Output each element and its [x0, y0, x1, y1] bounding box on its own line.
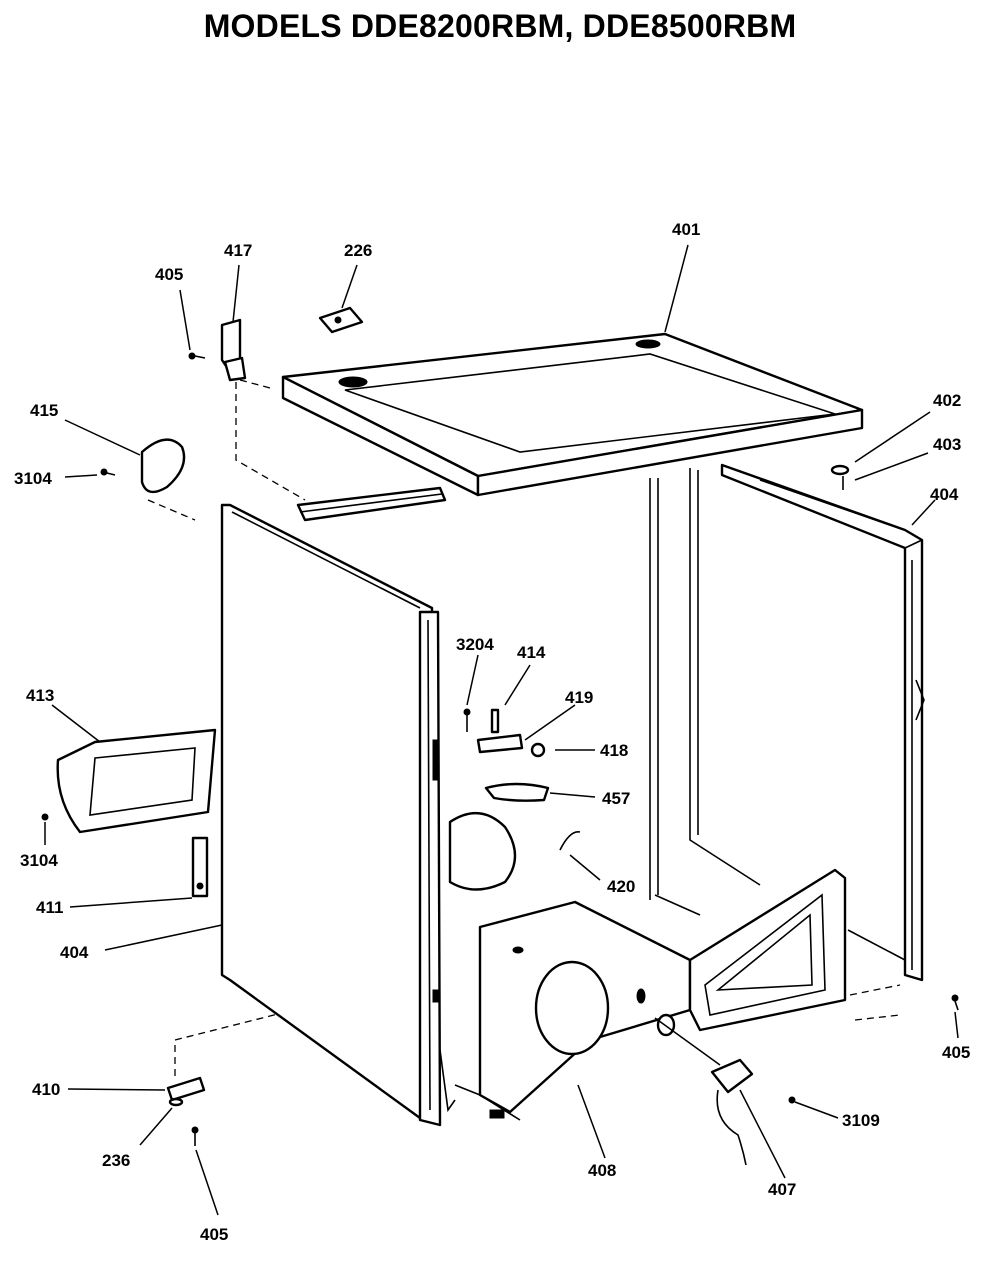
part-457-bracket	[484, 782, 550, 802]
callout-3204: 3204	[456, 635, 494, 654]
callout-403: 403	[933, 435, 961, 454]
part-418-nut	[530, 742, 546, 758]
callout-413: 413	[26, 686, 54, 705]
callout-414: 414	[517, 643, 546, 662]
part-411-strap	[191, 836, 209, 898]
leader-lines	[44, 244, 959, 1216]
callout-408: 408	[588, 1161, 616, 1180]
callout-401: 401	[672, 220, 700, 239]
screw-405-right	[951, 994, 959, 1011]
screw-3109	[788, 1096, 796, 1104]
screw-3104-left	[41, 813, 49, 821]
screw-405-top	[188, 352, 206, 360]
callout-405-right: 405	[942, 1043, 970, 1062]
part-413-duct-panel	[56, 728, 217, 834]
callout-404-right: 404	[930, 485, 959, 504]
alignment-lines	[147, 379, 901, 1080]
callout-3104-top: 3104	[14, 469, 52, 488]
rear-frame	[649, 468, 906, 961]
part-3204-screw	[463, 708, 471, 732]
cabinet-base	[439, 868, 847, 1121]
left-side-panel	[220, 503, 442, 1127]
top-panel	[281, 332, 864, 497]
part-410-plate	[166, 1076, 206, 1107]
callout-418: 418	[600, 741, 628, 760]
callout-404-left: 404	[60, 943, 89, 962]
part-226-clip	[318, 306, 364, 334]
callout-3109: 3109	[842, 1111, 880, 1130]
callout-226: 226	[344, 241, 372, 260]
part-402-plug	[830, 464, 850, 490]
part-419-block	[476, 733, 524, 754]
callout-402: 402	[933, 391, 961, 410]
part-417-bracket	[220, 318, 247, 382]
callout-417: 417	[224, 241, 252, 260]
callout-3104-left: 3104	[20, 851, 58, 870]
diagram-title: MODELS DDE8200RBM, DDE8500RBM	[203, 8, 797, 44]
part-415-cover	[140, 438, 186, 494]
callout-457: 457	[602, 789, 630, 808]
interior-duct	[448, 811, 581, 891]
callout-236: 236	[102, 1151, 130, 1170]
screw-405-bottom	[191, 1126, 199, 1146]
right-side-panel	[720, 463, 925, 982]
callout-405-bottom: 405	[200, 1225, 228, 1244]
callout-419: 419	[565, 688, 593, 707]
callout-411: 411	[36, 898, 63, 917]
screw-3104-top	[100, 468, 116, 476]
callout-420: 420	[607, 877, 635, 896]
rear-top-rail	[296, 486, 447, 522]
callout-410: 410	[32, 1080, 60, 1099]
part-407-terminal-block	[710, 1058, 754, 1166]
callout-405-top: 405	[155, 265, 183, 284]
callout-407: 407	[768, 1180, 796, 1199]
callout-labels: 401 226 417 405 415 3104 402 403 404 320…	[14, 220, 970, 1244]
callout-415: 415	[30, 401, 58, 420]
part-414-pin	[490, 708, 500, 734]
